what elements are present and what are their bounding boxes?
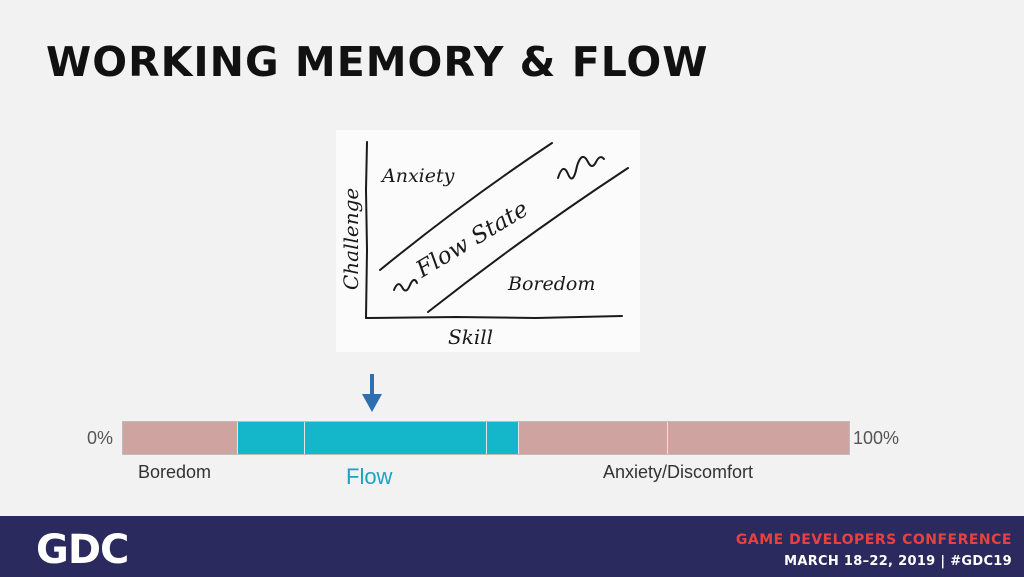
- conference-dates: MARCH 18–22, 2019 | #GDC19: [784, 554, 1012, 569]
- squiggle-right: [557, 155, 605, 180]
- upper-channel-line: [379, 142, 553, 271]
- scale-segment-anxiety: [667, 422, 849, 454]
- scale-max-label: 100%: [853, 428, 900, 448]
- flow-sketch-diagram: Anxiety Flow State Boredom Skill Challen…: [336, 130, 640, 352]
- y-axis-line: [364, 141, 369, 319]
- boredom-zone-label: Boredom: [138, 462, 212, 482]
- scale-segment-flow: [304, 422, 486, 454]
- x-axis-label: Skill: [448, 325, 493, 349]
- anxiety-zone-label: Anxiety/Discomfort: [603, 462, 754, 482]
- anxiety-label: Anxiety: [380, 165, 455, 187]
- scale-segment-flow: [485, 422, 518, 454]
- difficulty-scale-bar: [122, 421, 850, 455]
- slide-title: WORKING MEMORY & FLOW: [46, 38, 709, 86]
- scale-min-label: 0%: [87, 428, 114, 448]
- scale-segment-anxiety: [517, 422, 668, 454]
- scale-segment-flow: [236, 422, 305, 454]
- footer-banner: [0, 516, 1024, 577]
- squiggle-left: [393, 279, 418, 292]
- gdc-logo: GDC: [36, 527, 129, 573]
- conference-name: GAME DEVELOPERS CONFERENCE: [735, 532, 1012, 548]
- boredom-label: Boredom: [507, 273, 595, 295]
- x-axis-line: [365, 315, 623, 320]
- current-level-arrow-icon: [361, 374, 383, 419]
- flow-zone-label: Flow: [346, 464, 393, 489]
- flow-state-label: Flow State: [411, 196, 533, 284]
- y-axis-label: Challenge: [339, 188, 363, 290]
- lower-channel-line: [427, 167, 629, 313]
- scale-segment-boredom: [123, 422, 237, 454]
